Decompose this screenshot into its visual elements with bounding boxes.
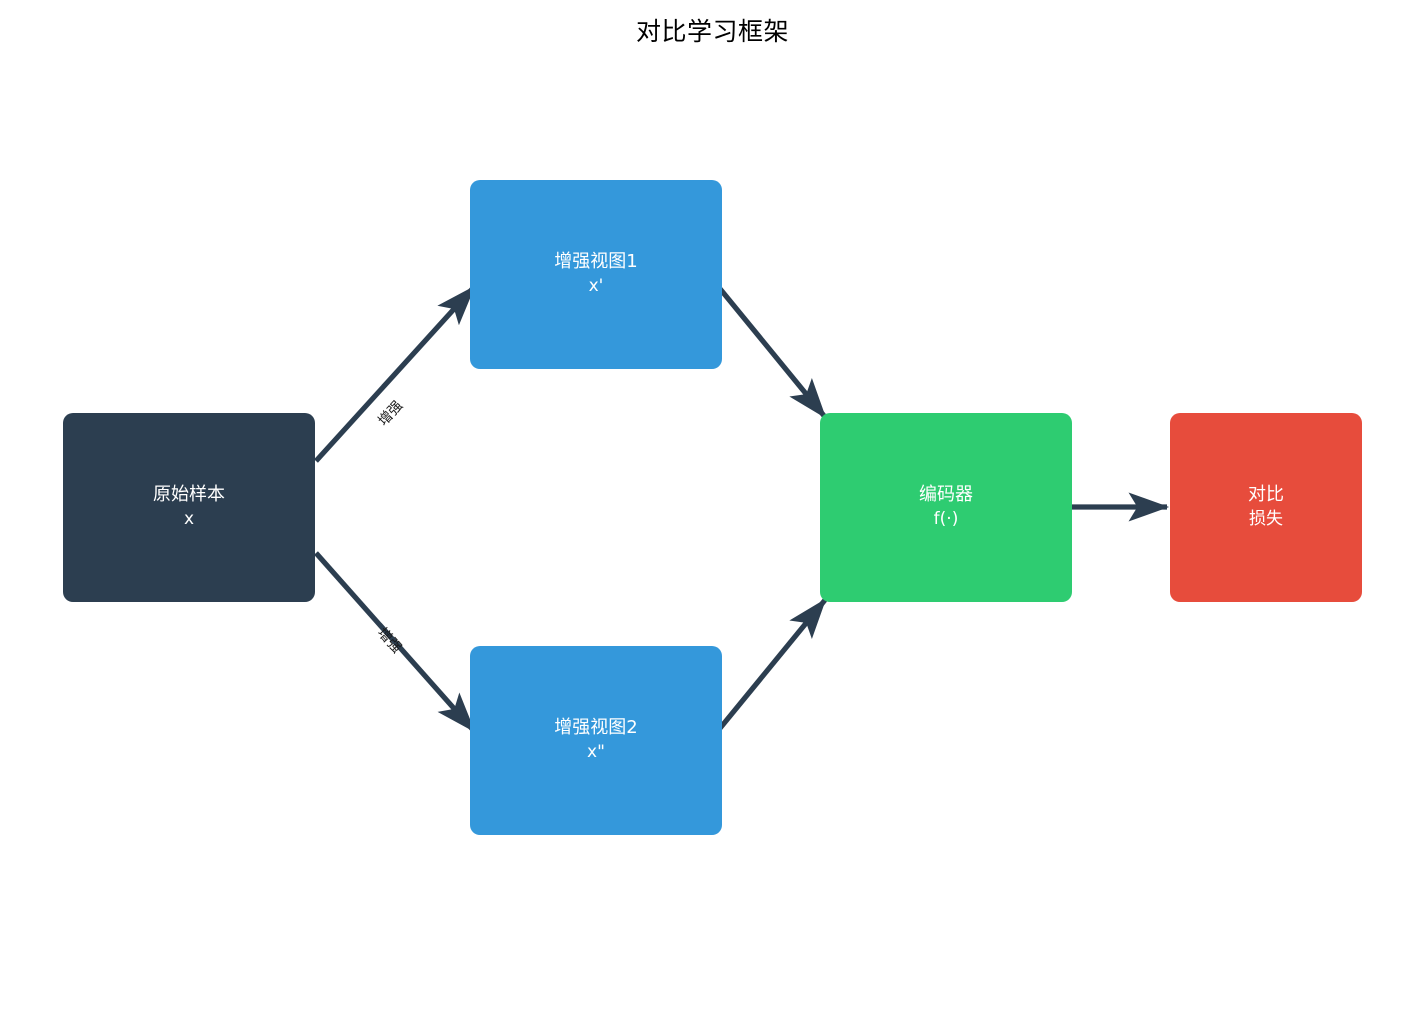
node-source-sample[interactable]: 原始样本 x: [63, 413, 315, 602]
edge-source-to-view1: [314, 285, 476, 463]
node-augmented-view-2[interactable]: 增强视图2 x": [470, 646, 722, 835]
node-sublabel: x": [587, 742, 605, 763]
node-label: 对比: [1248, 484, 1284, 506]
edge-view1-to-encoder: [709, 277, 828, 419]
node-label: 增强视图1: [554, 251, 638, 273]
node-sublabel: 损失: [1249, 509, 1283, 530]
node-encoder[interactable]: 编码器 f(·): [820, 413, 1072, 602]
node-sublabel: x: [183, 509, 195, 530]
page-title: 对比学习框架: [635, 17, 789, 46]
node-contrastive-loss[interactable]: 对比 损失: [1170, 413, 1362, 602]
node-label: 原始样本: [153, 484, 225, 506]
node-sublabel: f(·): [933, 509, 959, 530]
node-label: 编码器: [919, 484, 973, 506]
node-sublabel: x': [588, 276, 604, 297]
edge-source-to-view2: [314, 551, 476, 733]
node-label: 增强视图2: [554, 717, 638, 739]
edge-view2-to-encoder: [709, 598, 828, 740]
node-augmented-view-1[interactable]: 增强视图1 x': [470, 180, 722, 369]
